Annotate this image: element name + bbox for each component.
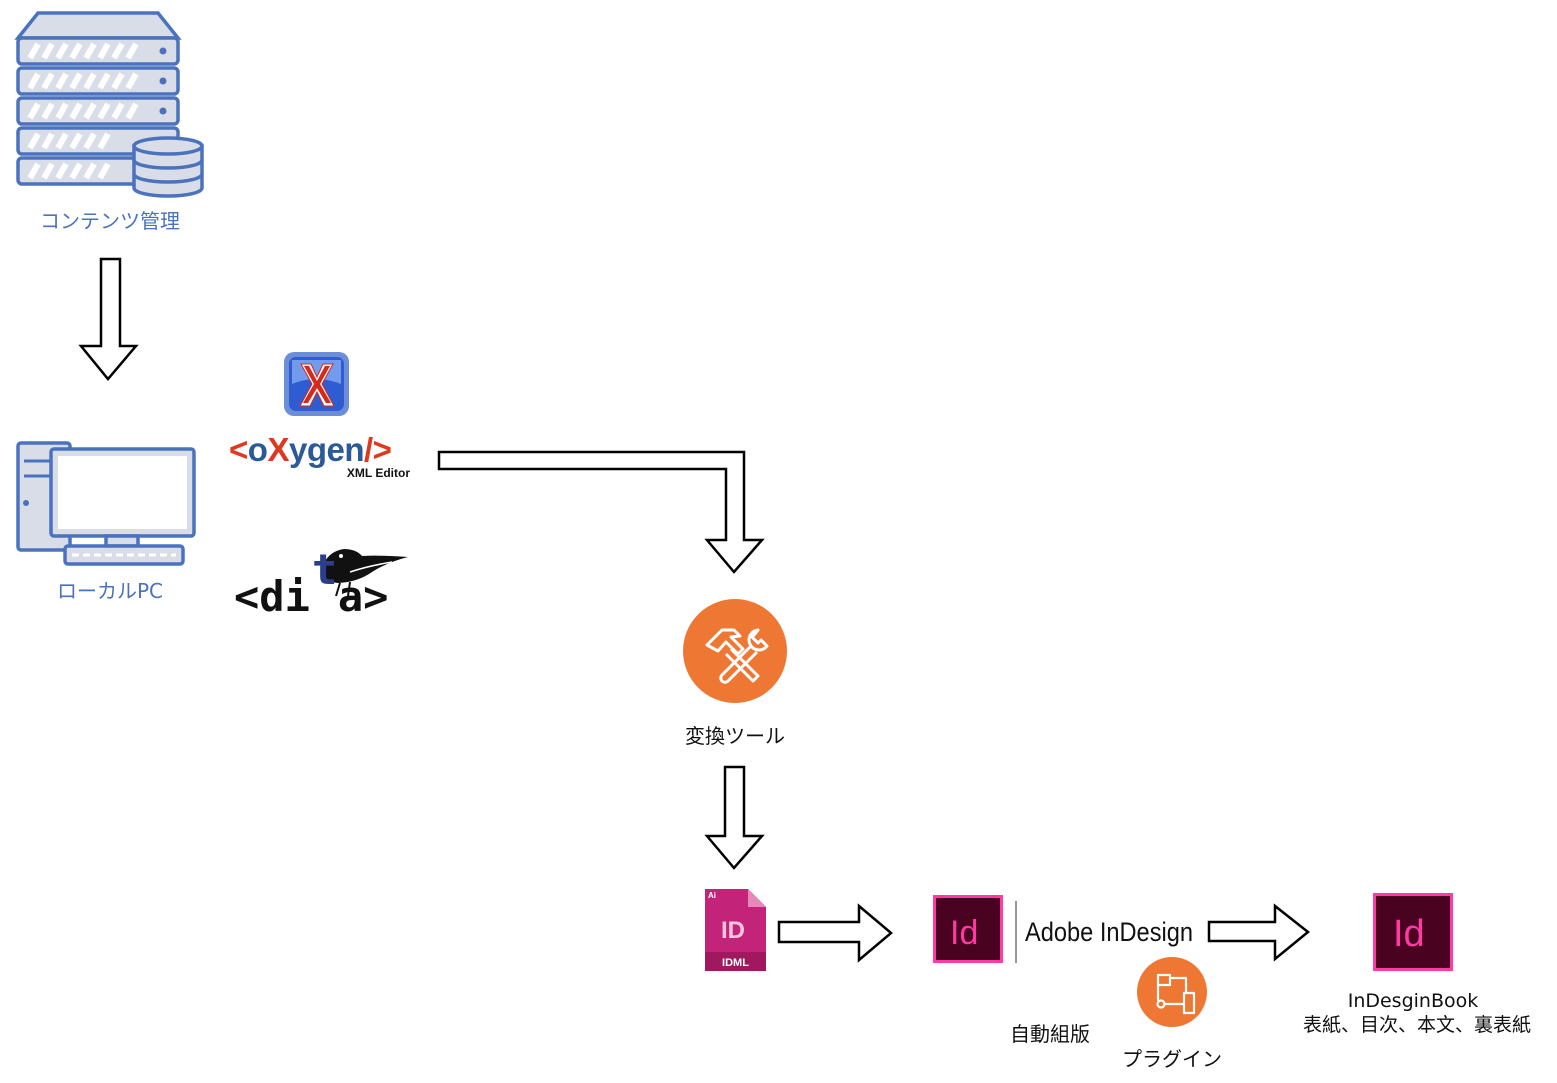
desktop-pc-icon (16, 441, 196, 566)
arrow-tool-to-idml (704, 765, 765, 870)
conversion-tool-label: 変換ツール (685, 724, 785, 748)
indesign-book-detail: 表紙、目次、本文、裏表紙 (1302, 1014, 1531, 1036)
idml-badge: IDML (722, 957, 749, 969)
indesign-icon-text: Id (950, 914, 978, 952)
plugin-label: プラグイン (1122, 1047, 1222, 1071)
indesign-book-icon-text: Id (1393, 913, 1425, 955)
idml-file-icon: Ai ID IDML (705, 889, 766, 971)
database-icon (132, 136, 204, 198)
arrow-indesign-to-book (1207, 903, 1310, 962)
indesign-book-icon: Id (1373, 893, 1453, 971)
arrow-server-to-pc (78, 257, 139, 381)
oxygen-wordmark: <oXygen/> (229, 431, 391, 468)
arrow-editor-to-tool (437, 450, 765, 574)
dita-t-letter: t (312, 545, 337, 594)
svg-text:Ai: Ai (708, 891, 716, 900)
tools-icon (683, 599, 787, 703)
dita-bird-icon (316, 549, 408, 597)
indesign-wordmark: Adobe InDesign (1025, 917, 1193, 947)
arrow-idml-to-indesign (777, 903, 893, 963)
indesign-book-title: InDesginBook (1347, 990, 1479, 1012)
plugin-icon (1137, 957, 1207, 1027)
idml-icon-text: ID (721, 917, 745, 944)
local-pc-label: ローカルPC (56, 579, 164, 603)
content-management-label: コンテンツ管理 (40, 209, 180, 233)
auto-typesetting-label: 自動組版 (1010, 1022, 1090, 1046)
oxygen-logo-icon (284, 352, 349, 416)
indesign-app-icon: Id (933, 895, 1003, 963)
oxygen-subtitle: XML Editor (347, 466, 410, 480)
